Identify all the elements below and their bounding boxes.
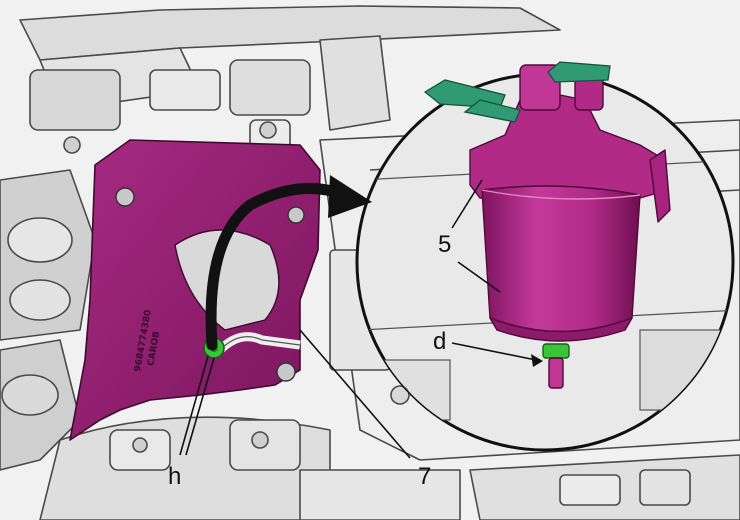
bracket-bolt [276,362,296,382]
zoom-circle [355,61,735,452]
bracket-bolt [287,206,305,224]
filter-bracket: 9684774380 CAROB [69,139,321,441]
fuel-connectors [423,61,611,123]
zoom-arrow [205,175,372,351]
drain-screw-d [542,343,570,359]
label-fixings-h: h [168,463,181,490]
bracket-bolt [115,187,135,207]
leader-lines [179,179,537,459]
label-filter-5: 5 [438,231,451,258]
label-bracket-7: 7 [418,463,431,490]
fuel-filter [469,64,671,389]
label-drain-screw-d: d [433,328,446,355]
